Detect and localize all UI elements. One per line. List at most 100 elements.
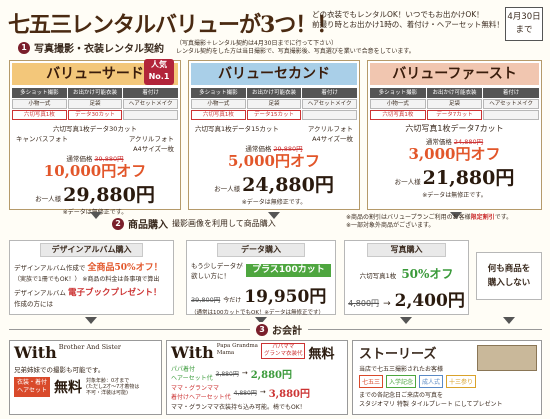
plan-desc-right: アクリルフォト A4サイズ一枚 [308,123,353,143]
family-tag: パパママ グランマ衣装代 [260,343,306,359]
plan-card-value-third[interactable]: バリューサード 人気 No.1 多ショット撮影 お出かけ可能衣装 着付け 小物一… [9,59,181,216]
data-purchase-row: もう少しデータが 欲しい方に！ プラス100カット [187,259,335,281]
family-tag1: パパママ [272,344,295,350]
album-panel[interactable]: デザインアルバム購入 デザインアルバム作成で 全商品50%オフ！ （実族で1冊で… [9,240,174,315]
stories-desc2: までの各記念日ご来店の写真を [359,392,444,399]
album-gift-bonus: 電子ブックプレゼント！ [68,288,162,298]
discount-amount: 3,000円オフ [408,145,501,163]
arrow-right-icon: → [241,369,248,377]
siblings-tag: 衣装・着付 ヘアセット [14,377,51,397]
option-item [483,110,539,120]
stories-title: ストーリーズ [359,347,437,362]
plan-title: バリューファースト [370,63,539,85]
regular-price-label: 通常価格 [245,145,272,153]
plan-title: バリューセカンド [191,63,357,85]
section1-notes: （写真撮影＋レンタル契約は4月30日までに行って下さい） レンタル契約をした方は… [176,40,506,56]
family-row-mama: ママ・グランママ着付けヘアーセット代 4,880円 → 3,880円 [167,382,347,402]
plan-options: 多ショット撮影 お出かけ可能衣装 着付け 小物一式 足袋 ヘアセットメイク 六切… [370,88,539,120]
plan-price: 29,880円 [63,184,155,206]
option-item: お出かけ可能衣装 [246,88,302,98]
plan-desc: 六切写真1枚データ15カット [195,125,279,133]
milestone-badge: 七五三 [359,375,384,388]
regular-price: 39,880円 [94,155,124,163]
photo-purchase-panel[interactable]: 写真購入 六切写真1枚 50%オフ 4,800円 → 2,400円 [344,240,469,315]
section2-note2: ※一部対象外商品がございます。 [346,222,435,229]
regular-price-row: 通常価格 29,880円 [191,143,357,153]
photo-purchase-head: 写真購入 [367,243,446,257]
family-row-papa: パパ着付ヘアーセット代 3,880円 → 2,880円 [167,364,347,382]
option-item: 多ショット撮影 [191,88,246,98]
plan-desc: 六切写真1枚データ30カット [53,125,137,133]
album-offer-note2: ※商品の料金は各事項で算出 [82,276,160,283]
plan-options: 多ショット撮影 お出かけ可能衣装 着付け 小物一式 足袋 ヘアセットメイク 六切… [12,88,178,120]
papa-old-price: 3,880円 [215,370,239,378]
plan-desc-acrylic: アクリルフォト [128,135,174,143]
no-purchase-panel[interactable]: 何も商品を 購入しない [476,252,542,300]
arrow-right-icon: → [383,299,391,309]
data-purchase-head: データ購入 [217,243,305,257]
papa-label2: ヘアーセット代 [171,375,213,382]
plan-desc-size: A4サイズ一枚 [312,135,353,143]
section2-note1-text: ※商品の割引はバリュープランご利用のお客様 [346,214,471,221]
flow-arrow-icon [400,317,412,324]
family-with: With [171,343,214,362]
milestone-badge: 入学記念 [386,375,417,388]
milestone-badge: 成人式 [419,375,444,388]
album-gift-text1: デザインアルバム [14,289,66,297]
section2-limited-tag: 限定割引 [470,214,495,221]
siblings-heading: With Brother And Sister [10,341,161,364]
option-item: 六切写真1枚 [370,110,426,120]
option-item: データ15カット [246,110,302,120]
family-sub2: Grandma [232,343,258,349]
option-item: 六切写真1枚 [12,110,67,120]
plan-price-row: お一人様 29,880円 [12,180,178,207]
photo-purchase-discount: 50%オフ [401,267,454,281]
family-box[interactable]: With Papa Grandma Mama パパママ グランマ衣装代 無料 パ… [166,340,348,415]
data-purchase-panel[interactable]: データ購入 もう少しデータが 欲しい方に！ プラス100カット 39,800円 … [186,240,336,316]
option-item: 着付け [483,88,539,98]
siblings-tag1: 衣装・着付 [17,379,48,386]
plan-desc-acrylic: アクリルフォト [307,125,353,133]
regular-price: 24,880円 [453,138,484,146]
no-purchase-line2: 購入しない [487,278,531,288]
family-tag2: グランマ衣装代 [263,351,303,357]
section3-header: 3 お会計 [250,322,308,337]
plan-price-row: お一人様 21,880円 [370,163,539,190]
section2-notes: ※商品の割引はバリュープランご利用のお客様限定割引です。 ※一部対象外商品がござ… [346,214,546,230]
section3-label: お会計 [272,326,302,337]
milestone-badge: 十三参り [446,375,477,388]
flow-arrow-icon [90,212,102,219]
option-item: お出かけ可能衣装 [67,88,123,98]
option-item: 小物一式 [370,99,426,109]
section2-note1: ※商品の割引はバリュープランご利用のお客様限定割引です。 [346,214,546,222]
section1-number: 1 [18,41,30,54]
siblings-free: 無料 [54,380,83,396]
data-purchase-q2: 欲しい方に！ [191,272,230,280]
option-item: データ7カット [426,110,483,120]
plan-card-value-second[interactable]: バリューセカンド 多ショット撮影 お出かけ可能衣装 着付け 小物一式 足袋 ヘア… [188,60,360,210]
discount-amount: 5,000円オフ [228,152,320,170]
popular-badge-line1: 人気 [151,60,167,69]
plan-card-value-first[interactable]: バリューファースト 多ショット撮影 お出かけ可能衣装 着付け 小物一式 足袋 ヘ… [367,60,542,210]
siblings-box[interactable]: With Brother And Sister 兄弟姉妹での撮影も可能です。 衣… [9,340,162,415]
option-item: 小物一式 [12,99,67,109]
stories-box[interactable]: ストーリーズ 当店で七五三撮影されたお客様 七五三 入学記念 成人式 十三参り … [352,340,542,415]
album-offer-text: デザインアルバム作成で [14,264,86,272]
papa-label: パパ着付ヘアーセット代 [171,364,213,382]
siblings-sub3: Sister [101,343,121,351]
photo-purchase-price-row: 4,800円 → 2,400円 [345,286,468,311]
no-purchase-line1: 何も商品を [487,264,531,274]
option-item: 多ショット撮影 [370,88,426,98]
option-item: お出かけ可能衣装 [426,88,483,98]
popular-badge-line2: No.1 [148,72,170,81]
price-prefix: お一人様 [214,185,241,193]
deadline-date: 4月30日 [507,12,541,22]
album-offer-note: （実族で1冊でもOK！） ※商品の料金は各事項で算出 [10,274,173,283]
mama-price: 3,880円 [268,388,311,400]
mama-label2: 着付けヘアーセット代 [171,394,231,401]
option-item: 多ショット撮影 [12,88,67,98]
album-offer-discount: 全商品50%オフ！ [87,263,163,273]
deadline-box: 4月30日 まで [505,7,543,41]
section2-number: 2 [112,217,124,230]
siblings-sub: Brother And Sister [59,343,121,351]
